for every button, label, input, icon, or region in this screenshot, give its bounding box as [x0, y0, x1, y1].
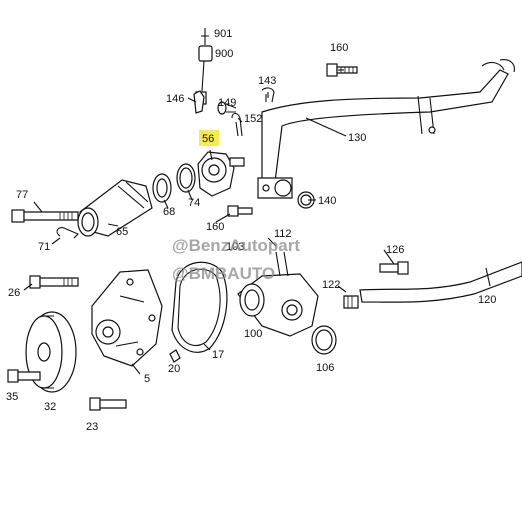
label-106: 106 [316, 362, 334, 374]
thermostat-56-drawing [197, 151, 245, 197]
coolant-pipe-120-drawing [359, 261, 522, 303]
bolt-77-drawing [11, 209, 79, 223]
label-74: 74 [188, 197, 200, 209]
label-103: 103 [226, 241, 244, 253]
bolt-126-drawing [379, 261, 409, 275]
gasket-17-drawing [171, 261, 228, 353]
label-32: 32 [44, 401, 56, 413]
label-112: 112 [274, 228, 292, 240]
label-17: 17 [212, 349, 224, 361]
clip-143-drawing [261, 87, 275, 103]
plug-122-drawing [343, 295, 359, 309]
label-23: 23 [86, 421, 98, 433]
label-35: 35 [6, 391, 18, 403]
label-65: 65 [116, 226, 128, 238]
label-130: 130 [348, 132, 366, 144]
label-77: 77 [16, 189, 28, 201]
watermark-bmbauto: @BMBAUTO [172, 264, 275, 283]
label-126: 126 [386, 244, 404, 256]
clip-71-drawing [56, 227, 79, 239]
label-120: 120 [478, 294, 496, 306]
housing-65-drawing [77, 179, 153, 237]
bolt-26-drawing [29, 275, 79, 289]
label-160-top: 160 [330, 42, 348, 54]
label-20: 20 [168, 363, 180, 375]
label-152: 152 [244, 113, 262, 125]
label-100: 100 [244, 328, 262, 340]
connector-146-149-drawing [193, 90, 237, 115]
seal-ring-106-drawing [311, 325, 337, 355]
seal-ring-68-drawing [152, 173, 172, 203]
watermark-benzautopart: @BenzAutopart [172, 236, 300, 255]
bolt-160-lower-drawing [227, 205, 253, 217]
label-160-lower: 160 [206, 221, 224, 233]
label-122: 122 [322, 279, 340, 291]
clip-152-drawing [231, 112, 243, 137]
leader-lines [23, 35, 395, 375]
label-71: 71 [38, 241, 50, 253]
label-149: 149 [218, 97, 236, 109]
label-900: 900 [215, 48, 233, 60]
housing-100-drawing [237, 251, 319, 337]
label-68: 68 [163, 206, 175, 218]
coolant-pipe-130-drawing [257, 59, 515, 199]
bolt-35-drawing [7, 369, 41, 383]
water-pump-5-drawing [91, 269, 163, 367]
bolt-23-drawing [89, 397, 127, 411]
highlight-56 [199, 130, 219, 146]
label-56: 56 [202, 133, 214, 145]
label-143: 143 [258, 75, 276, 87]
seal-ring-140-drawing [297, 191, 315, 209]
label-146: 146 [166, 93, 184, 105]
seal-ring-74-drawing [176, 163, 196, 193]
label-140: 140 [318, 195, 336, 207]
label-26: 26 [8, 287, 20, 299]
label-5: 5 [144, 373, 150, 385]
pin-20-drawing [169, 349, 181, 363]
label-901: 901 [214, 28, 232, 40]
